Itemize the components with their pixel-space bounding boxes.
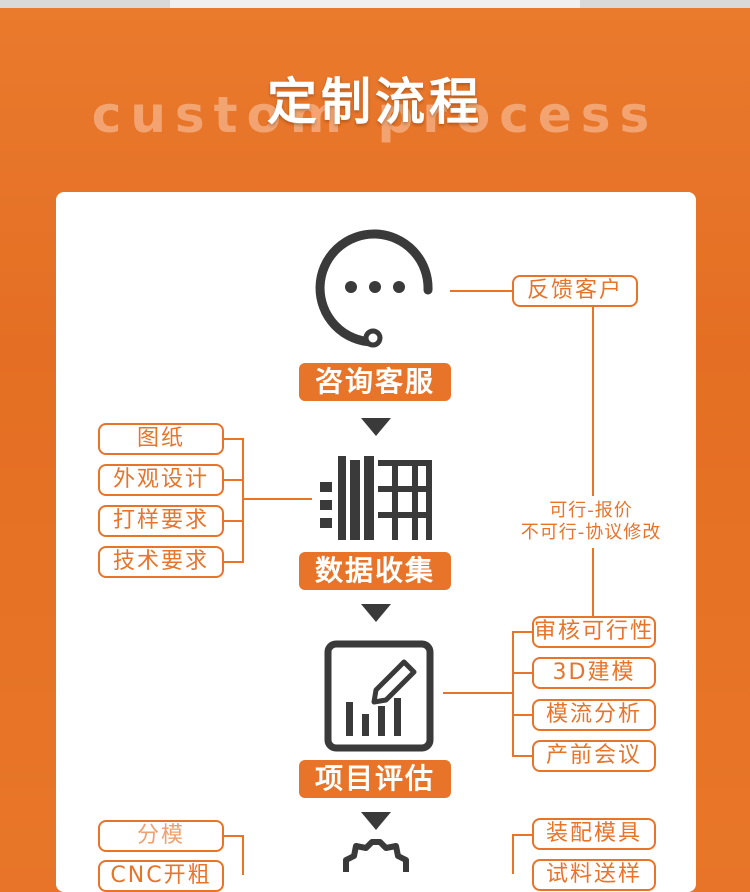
page-title: 定制流程 (267, 73, 483, 131)
top-bar-highlight (170, 0, 580, 8)
connector-line (242, 438, 244, 563)
connector-line (512, 631, 532, 633)
chat-headset-icon (315, 229, 433, 348)
connector-line (512, 672, 532, 674)
connector-line (512, 834, 514, 874)
tag-tech-requirements: 技术要求 (98, 546, 224, 578)
connector-line (224, 438, 244, 440)
connector-line (512, 714, 532, 716)
connector-line (592, 306, 594, 496)
connector-line (512, 631, 514, 756)
note-infeasible: 不可行-协议修改 (520, 522, 662, 543)
step-label-data-collection: 数据收集 (299, 552, 451, 590)
step-label-consult: 咨询客服 (299, 363, 451, 401)
connector-line (450, 290, 512, 292)
connector-line (512, 834, 532, 836)
connector-line (224, 561, 244, 563)
tag-3d-modeling: 3D建模 (532, 657, 656, 689)
report-chart-icon (324, 640, 434, 752)
tag-mold-split: 分模 (98, 820, 224, 852)
connector-line (242, 835, 244, 875)
tag-feedback: 反馈客户 (512, 275, 638, 307)
tag-cnc-roughing: CNC开粗 (98, 860, 224, 892)
arrow-down-icon (361, 604, 391, 622)
connector-line (592, 548, 594, 616)
gear-icon (343, 839, 409, 872)
tag-drawing: 图纸 (98, 423, 224, 455)
arrow-down-icon (361, 812, 391, 830)
tag-assemble-mold: 装配模具 (532, 818, 656, 850)
connector-line (224, 835, 244, 837)
arrow-down-icon (361, 418, 391, 436)
building-icon (320, 456, 432, 540)
tag-feasibility-review: 审核可行性 (532, 616, 656, 648)
tag-appearance-design: 外观设计 (98, 464, 224, 496)
connector-line (224, 479, 244, 481)
connector-line (512, 755, 532, 757)
connector-line (443, 692, 513, 694)
connector-line (242, 498, 312, 500)
step-label-evaluation: 项目评估 (299, 760, 451, 798)
english-subtitle: custom process (91, 86, 659, 144)
feasibility-note: 可行-报价 不可行-协议修改 (496, 500, 686, 544)
tag-sample-requirements: 打样要求 (98, 505, 224, 537)
tag-trial-sample: 试料送样 (532, 859, 656, 891)
connector-line (224, 520, 244, 522)
note-feasible: 可行-报价 (549, 500, 633, 521)
tag-preproduction-meeting: 产前会议 (532, 740, 656, 772)
tag-mold-flow-analysis: 模流分析 (532, 699, 656, 731)
